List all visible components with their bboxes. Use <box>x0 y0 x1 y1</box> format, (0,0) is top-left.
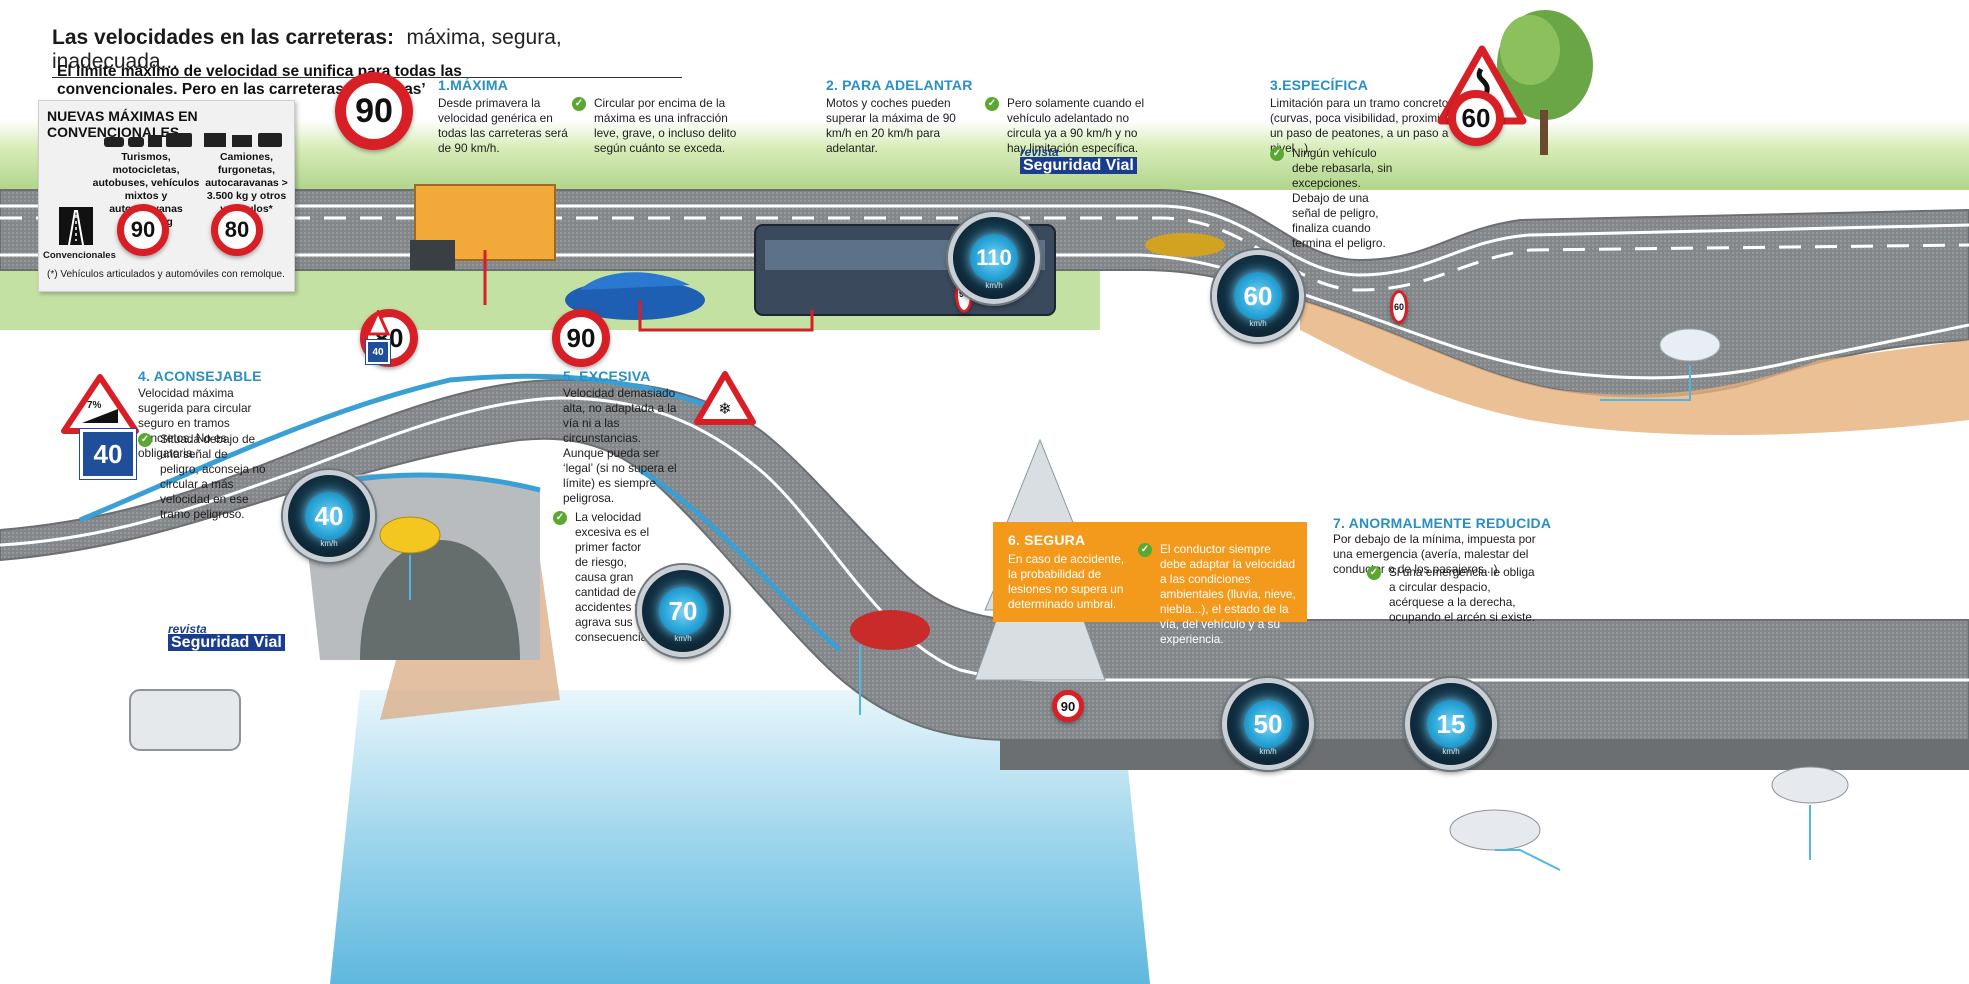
snow-warning-icon: ❄ <box>694 371 756 425</box>
trucks-icon <box>204 133 282 147</box>
page-title: Las velocidades en las carreteras: máxim… <box>52 26 682 78</box>
speed-limit-90-sign: 90 <box>335 72 413 150</box>
check-icon: ✓ <box>1270 147 1284 161</box>
section-6-title: 6. SEGURA <box>1008 532 1086 548</box>
section-3-check-text: Ningún vehículo debe rebasarla, sin exce… <box>1292 146 1393 250</box>
segura-box <box>993 522 1307 622</box>
section-3-title: 3.ESPECÍFICA <box>1270 77 1369 93</box>
section-7-title: 7. ANORMALMENTE REDUCIDA <box>1333 515 1552 531</box>
speedometer-40: 40 km/h <box>283 470 375 562</box>
section-3-check: ✓ Ningún vehículo debe rebasarla, sin ex… <box>1270 146 1400 251</box>
small-40-sign: 40 <box>366 340 390 364</box>
speedometer-15: 15 km/h <box>1405 678 1497 770</box>
section-1-check-text: Circular por encima de la máxima es una … <box>594 96 737 155</box>
advisory-40-sign: 40 <box>80 429 136 479</box>
section-1-title: 1.MÁXIMA <box>438 77 509 93</box>
check-icon: ✓ <box>553 511 567 525</box>
speedometer-110: 110 km/h <box>948 212 1040 304</box>
section-5-check-text: La velocidad excesiva es el primer facto… <box>575 510 657 644</box>
section-2-title: 2. PARA ADELANTAR <box>826 77 973 93</box>
bottom-90-sign: 90 <box>1052 690 1084 722</box>
cars-icon <box>104 133 192 147</box>
limit-90-sign: 90 <box>117 204 169 256</box>
speedometer-50: 50 km/h <box>1222 678 1314 770</box>
section-5-check: ✓ La velocidad excesiva es el primer fac… <box>553 510 657 645</box>
check-icon: ✓ <box>138 433 152 447</box>
specific-60-sign: 60 <box>1448 90 1504 146</box>
check-icon: ✓ <box>572 97 586 111</box>
section-4-check-text: Situada debajo de una señal de peligro, … <box>160 432 266 521</box>
max-box-heading: NUEVAS MÁXIMAS EN CONVENCIONALES <box>47 108 198 140</box>
section-7-check-text: Si una emergencia le obliga a circular d… <box>1389 565 1536 624</box>
section-4-text: Velocidad máxima sugerida para circular … <box>138 386 252 460</box>
section-5-text: Velocidad demasiado alta, no adaptada a … <box>563 386 677 505</box>
speed-90-sign: 90 <box>552 309 610 367</box>
max-box-footnote: (*) Vehículos articulados y automóviles … <box>47 269 285 280</box>
section-6-check-text: El conductor siempre debe adaptar la vel… <box>1160 542 1296 646</box>
section-7-check: ✓ Si una emergencia le obliga a circular… <box>1367 565 1542 625</box>
section-2-text: Motos y coches pueden superar la máxima … <box>826 96 956 155</box>
check-icon: ✓ <box>1138 543 1152 557</box>
small-60-sign: 60 <box>1390 290 1408 324</box>
section-2-check: ✓ Pero solamente cuando el vehículo adel… <box>985 96 1150 156</box>
section-2-check-text: Pero solamente cuando el vehículo adelan… <box>1007 96 1145 155</box>
road-label: Convencionales <box>43 250 116 261</box>
section-3-text: Limitación para un tramo concretos (curv… <box>1270 96 1470 155</box>
max-speeds-box: NUEVAS MÁXIMAS EN CONVENCIONALES Turismo… <box>38 100 295 292</box>
slope-label: 7% <box>87 400 102 411</box>
section-4-title: 4. ACONSEJABLE <box>138 368 262 384</box>
section-6-check: ✓ El conductor siempre debe adaptar la v… <box>1138 542 1298 647</box>
section-4-check: ✓ Situada debajo de una señal de peligro… <box>138 432 268 522</box>
section-6-text: En caso de accidente, la probabilidad de… <box>1008 552 1125 611</box>
speedometer-70: 70 km/h <box>637 565 729 657</box>
limit-80-sign: 80 <box>211 204 263 256</box>
section-5-title: 5. EXCESIVA <box>563 368 651 384</box>
title-light: máxima, segura, inadecuada... <box>52 26 562 73</box>
road-icon <box>59 207 93 246</box>
title-bold: Las velocidades en las carreteras: <box>52 26 395 49</box>
section-1-text: Desde primavera la velocidad genérica en… <box>438 96 568 155</box>
small-slope-icon <box>366 310 390 336</box>
speedometer-60: 60 km/h <box>1212 250 1304 342</box>
check-icon: ✓ <box>985 97 999 111</box>
check-icon: ✓ <box>1367 566 1381 580</box>
section-1-check: ✓ Circular por encima de la máxima es un… <box>572 96 737 156</box>
svg-text:❄: ❄ <box>718 399 731 418</box>
